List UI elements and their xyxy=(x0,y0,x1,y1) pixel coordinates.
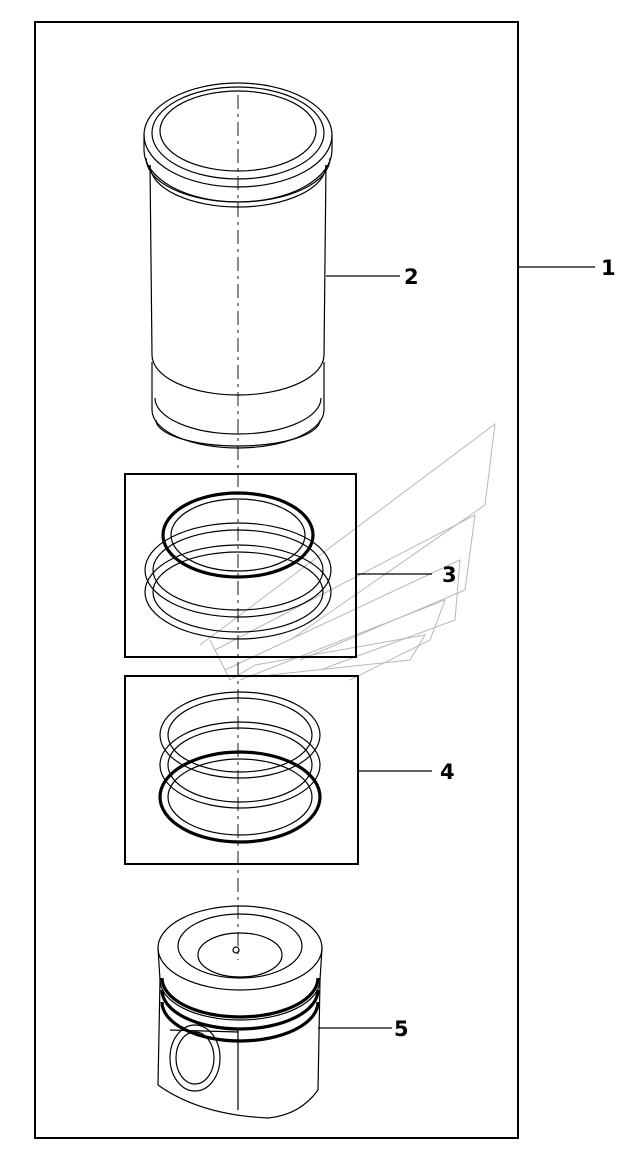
ring-set-3-frame xyxy=(124,473,357,658)
piston-ring-set-icon xyxy=(158,691,322,844)
callout-2-label: 2 xyxy=(404,265,419,289)
callout-5-label: 5 xyxy=(394,1017,409,1041)
callout-3-label: 3 xyxy=(442,563,457,587)
cylinder-liner-icon xyxy=(143,82,333,449)
watermark-logo-icon xyxy=(199,422,496,681)
piston-icon xyxy=(157,905,323,1119)
callout-1-label: 1 xyxy=(601,256,616,280)
ring-set-4-frame xyxy=(124,675,359,865)
callout-4-label: 4 xyxy=(440,760,455,784)
piston-ring-set-icon xyxy=(144,491,332,640)
kit-frame xyxy=(34,21,519,1139)
